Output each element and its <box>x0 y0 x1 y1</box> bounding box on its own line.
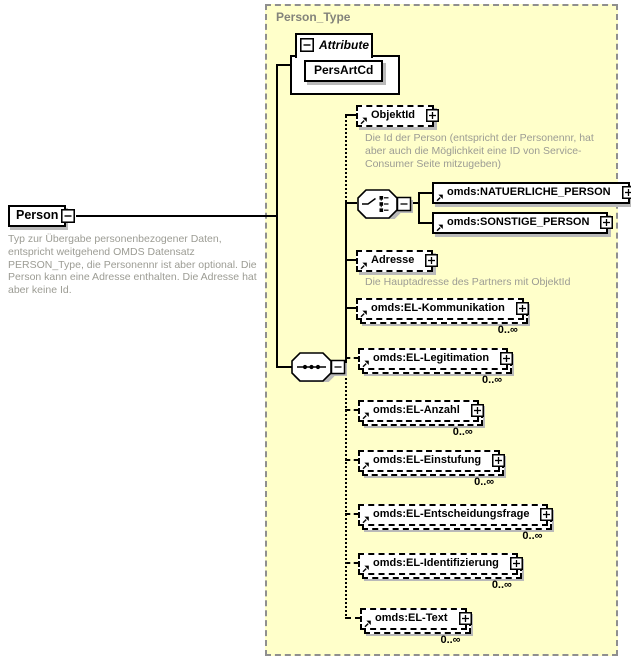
attribute-persartcd[interactable]: PersArtCd <box>304 60 384 82</box>
element-objektid-label: ObjektId <box>371 109 416 121</box>
collapse-icon[interactable] <box>396 196 412 212</box>
element-el-anzahl-label: omds:EL-Anzahl <box>373 404 460 416</box>
element-objektid-description: Die Id der Person (entspricht der Person… <box>365 132 594 170</box>
connector-line <box>345 202 347 367</box>
attributes-label: Attribute <box>319 38 369 52</box>
connector-line <box>345 202 357 204</box>
occurrence-label: 0..∞ <box>482 374 503 386</box>
collapse-icon[interactable] <box>300 38 314 52</box>
connector-line <box>276 366 292 368</box>
expand-icon[interactable] <box>458 612 472 625</box>
element-person[interactable]: Person <box>8 205 67 227</box>
connector-line <box>345 114 357 116</box>
collapse-icon[interactable] <box>61 209 75 223</box>
expand-icon[interactable] <box>509 557 523 570</box>
connector-line <box>345 357 359 359</box>
connector-line <box>411 202 420 204</box>
expand-icon[interactable] <box>621 186 631 199</box>
element-el-entscheidungsfrage-label: omds:EL-Entscheidungsfrage <box>373 508 530 520</box>
reference-icon <box>360 261 368 270</box>
element-el-text-label: omds:EL-Text <box>375 612 448 624</box>
element-person-description: Typ zur Übergabe personenbezogener Daten… <box>8 233 257 297</box>
element-el-identifizierung[interactable]: omds:EL-Identifizierung 0..∞ <box>358 553 523 591</box>
element-person-label: Person <box>16 208 59 222</box>
element-el-einstufung[interactable]: omds:EL-Einstufung 0..∞ <box>358 450 506 488</box>
expand-icon[interactable] <box>540 508 554 521</box>
expand-icon[interactable] <box>426 109 440 122</box>
expand-icon[interactable] <box>600 216 614 229</box>
reference-icon <box>362 411 370 420</box>
element-adresse[interactable]: Adresse <box>356 250 439 272</box>
occurrence-label: 0..∞ <box>452 426 473 438</box>
connector-line <box>345 307 357 309</box>
element-natuerliche-person[interactable]: omds:NATUERLICHE_PERSON <box>432 182 631 204</box>
attributes-tab[interactable]: Attribute <box>295 33 373 58</box>
expand-icon[interactable] <box>500 352 514 365</box>
element-el-text[interactable]: omds:EL-Text 0..∞ <box>360 608 472 646</box>
expand-icon[interactable] <box>425 254 439 267</box>
occurrence-label: 0..∞ <box>491 579 512 591</box>
reference-icon <box>362 461 370 470</box>
attribute-persartcd-label: PersArtCd <box>314 63 374 77</box>
reference-icon <box>362 359 370 368</box>
element-sonstige-person[interactable]: omds:SONSTIGE_PERSON <box>432 212 614 234</box>
connector-line <box>345 562 359 564</box>
connector-line <box>276 64 290 66</box>
connector-line <box>418 192 432 194</box>
reference-icon <box>362 564 370 573</box>
connector-line <box>345 116 347 202</box>
reference-icon <box>436 193 444 202</box>
element-el-einstufung-label: omds:EL-Einstufung <box>373 454 482 466</box>
occurrence-label: 0..∞ <box>522 530 543 542</box>
expand-icon[interactable] <box>492 454 506 467</box>
connector-line <box>418 192 420 224</box>
connector-line <box>276 64 278 367</box>
connector-line <box>345 617 361 619</box>
occurrence-label: 0..∞ <box>474 476 495 488</box>
expand-icon[interactable] <box>470 404 484 417</box>
choice-connector[interactable] <box>357 189 413 219</box>
connector-line <box>345 259 357 261</box>
occurrence-label: 0..∞ <box>497 324 518 336</box>
connector-line <box>345 409 359 411</box>
connector-line <box>418 222 432 224</box>
element-el-legitimation[interactable]: omds:EL-Legitimation 0..∞ <box>358 348 514 386</box>
element-el-identifizierung-label: omds:EL-Identifizierung <box>373 557 499 569</box>
occurrence-label: 0..∞ <box>440 634 461 646</box>
element-objektid[interactable]: ObjektId <box>356 105 440 127</box>
element-adresse-label: Adresse <box>371 254 415 266</box>
connector-line <box>345 459 359 461</box>
element-el-entscheidungsfrage[interactable]: omds:EL-Entscheidungsfrage 0..∞ <box>358 504 554 542</box>
element-el-anzahl[interactable]: omds:EL-Anzahl 0..∞ <box>358 400 484 438</box>
connector-line <box>345 367 347 619</box>
collapse-icon[interactable] <box>330 359 346 375</box>
reference-icon <box>364 619 372 628</box>
element-natuerliche-person-label: omds:NATUERLICHE_PERSON <box>447 186 611 198</box>
expand-icon[interactable] <box>515 302 529 315</box>
person-type-container <box>265 4 618 656</box>
reference-icon <box>360 309 368 318</box>
element-sonstige-person-label: omds:SONSTIGE_PERSON <box>447 216 590 228</box>
sequence-connector[interactable] <box>291 352 347 382</box>
element-adresse-description: Die Hauptadresse des Partners mit Objekt… <box>365 276 571 288</box>
element-el-kommunikation-label: omds:EL-Kommunikation <box>371 302 505 314</box>
connector-line <box>76 215 277 217</box>
element-el-legitimation-label: omds:EL-Legitimation <box>373 352 490 364</box>
connector-line <box>345 513 359 515</box>
reference-icon <box>436 223 444 232</box>
reference-icon <box>360 116 368 125</box>
reference-icon <box>362 515 370 524</box>
element-el-kommunikation[interactable]: omds:EL-Kommunikation 0..∞ <box>356 298 529 336</box>
person-type-title: Person_Type <box>276 10 351 24</box>
